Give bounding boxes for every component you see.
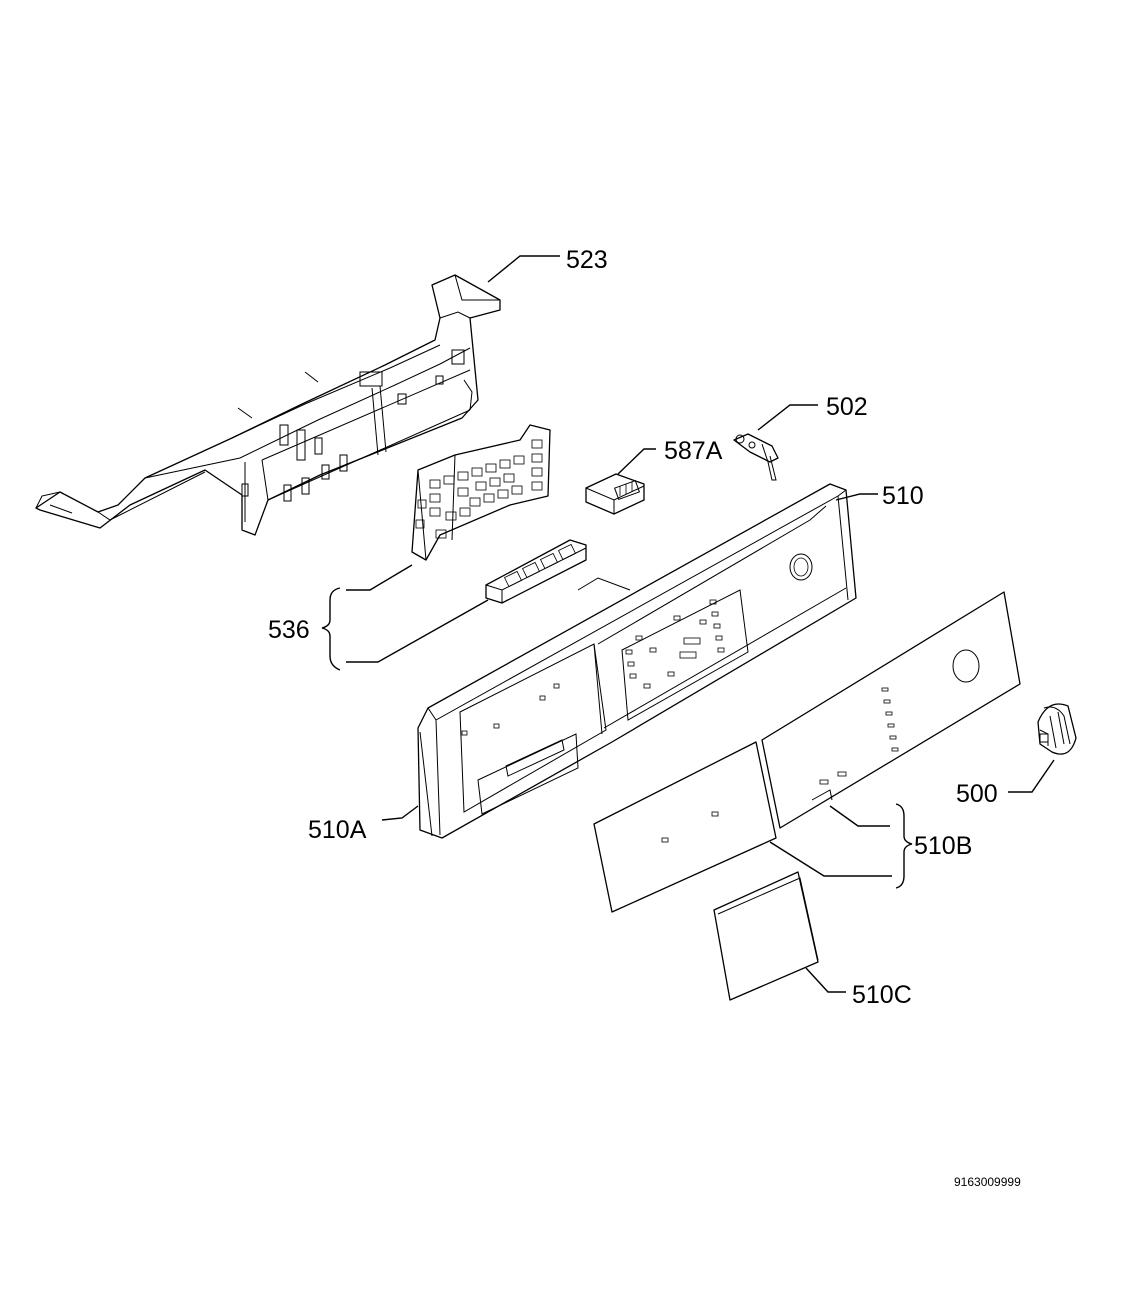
callout-523: 523 bbox=[566, 246, 608, 274]
part-510B-foil-right bbox=[761, 591, 1021, 829]
part-523-bracket bbox=[35, 274, 501, 536]
part-510-control-panel bbox=[417, 483, 857, 839]
callout-536: 536 bbox=[268, 616, 310, 644]
document-number: 9163009999 bbox=[954, 1175, 1021, 1189]
callout-510B: 510B bbox=[914, 832, 972, 860]
callout-502: 502 bbox=[826, 393, 868, 421]
part-510C-foil bbox=[713, 871, 819, 1001]
callout-510C: 510C bbox=[852, 981, 912, 1009]
callout-500: 500 bbox=[956, 780, 998, 808]
part-500-knob bbox=[1037, 703, 1077, 755]
part-536-button-block bbox=[485, 539, 587, 604]
callout-510: 510 bbox=[882, 482, 924, 510]
callout-587A: 587A bbox=[664, 437, 723, 465]
callout-510A: 510A bbox=[308, 816, 367, 844]
part-587A-display bbox=[585, 473, 645, 515]
part-510B-foil-left bbox=[593, 741, 777, 913]
part-502-connector bbox=[733, 433, 779, 481]
part-536-electronic-board bbox=[411, 424, 551, 561]
